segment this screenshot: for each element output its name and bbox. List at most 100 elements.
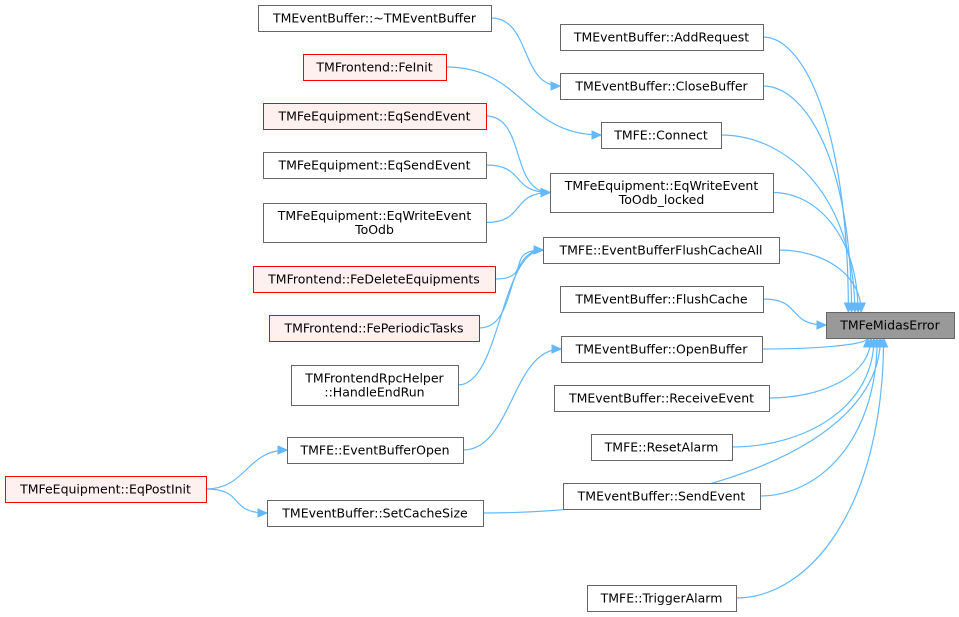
node-label: TMEventBuffer::SendEvent <box>577 489 746 504</box>
node-label: TMEventBuffer::ReceiveEvent <box>568 391 754 406</box>
node-label: TMFE::TriggerAlarm <box>600 591 723 606</box>
call-edge <box>205 445 289 490</box>
node-label: TMFeEquipment::EqSendEvent <box>277 158 470 173</box>
function-node[interactable]: TMFE::EventBufferFlushCacheAll <box>543 237 780 264</box>
node-label: TMFrontend::FePeriodicTasks <box>283 321 463 336</box>
arrowhead <box>551 344 563 354</box>
function-node[interactable]: TMEventBuffer::ReceiveEvent <box>554 385 770 412</box>
call-edge <box>485 164 552 198</box>
function-node[interactable]: TMEventBuffer::SendEvent <box>563 483 761 510</box>
node-box <box>554 385 770 412</box>
function-node[interactable]: TMFrontend::FeInit <box>303 54 447 81</box>
edge-line <box>761 337 869 350</box>
edge-line <box>457 249 544 386</box>
node-label: TMFeEquipment::EqWriteEvent <box>564 178 759 193</box>
node-box <box>587 585 737 612</box>
arrowhead <box>878 336 889 348</box>
edge-line <box>478 249 544 329</box>
function-node[interactable]: TMFeEquipment::EqSendEvent <box>263 103 487 130</box>
function-node[interactable]: TMEventBuffer::CloseBuffer <box>560 73 764 100</box>
node-label: TMFrontendRpcHelper <box>304 371 444 386</box>
node-box <box>263 103 487 130</box>
call-edge <box>762 298 828 330</box>
function-node[interactable]: TMFeEquipment::EqSendEvent <box>263 152 487 179</box>
node-label: TMEventBuffer::~TMEventBuffer <box>272 11 477 26</box>
function-node[interactable]: TMFeEquipment::EqPostInit <box>5 476 207 503</box>
call-edge <box>205 488 269 518</box>
edge-line <box>720 134 856 313</box>
arrowhead <box>540 187 552 198</box>
call-edge <box>485 115 552 198</box>
node-box <box>253 266 496 293</box>
node-box <box>560 73 764 100</box>
function-node[interactable]: TMFrontend::FePeriodicTasks <box>269 315 480 342</box>
call-edge <box>485 187 552 224</box>
node-label: TMFrontend::FeDeleteEquipments <box>267 272 480 287</box>
node-label: TMFeEquipment::EqSendEvent <box>277 109 470 124</box>
call-edge <box>462 344 563 451</box>
function-node[interactable]: TMFrontend::FeDeleteEquipments <box>253 266 496 293</box>
node-box <box>269 315 480 342</box>
node-box <box>591 434 733 461</box>
node-label: TMFE::Connect <box>613 128 708 143</box>
arrowhead <box>277 445 289 455</box>
edge-line <box>735 337 885 599</box>
node-label: TMFE::ResetAlarm <box>604 440 719 455</box>
node-label: TMFrontend::FeInit <box>315 60 432 75</box>
node-label: TMFeMidasError <box>839 318 940 333</box>
function-node[interactable]: TMEventBuffer::SetCacheSize <box>267 500 484 527</box>
node-label: TMFE::EventBufferOpen <box>299 443 449 458</box>
function-node[interactable]: TMFrontendRpcHelper::HandleEndRun <box>291 365 459 406</box>
node-label: ToOdb <box>354 222 394 237</box>
node-label: TMEventBuffer::SetCacheSize <box>281 506 468 521</box>
call-edge <box>720 134 860 314</box>
edge-line <box>445 66 602 136</box>
call-edge <box>457 245 545 386</box>
arrowhead <box>550 81 562 91</box>
function-node[interactable]: TMFE::ResetAlarm <box>591 434 733 461</box>
node-box <box>303 54 447 81</box>
node-label: TMFeEquipment::EqWriteEvent <box>277 208 472 223</box>
arrowhead <box>856 302 866 314</box>
function-node[interactable]: TMEventBuffer::OpenBuffer <box>561 336 763 363</box>
call-edge <box>490 17 562 91</box>
function-node[interactable]: TMFE::Connect <box>601 122 722 149</box>
node-box <box>287 437 464 464</box>
function-node[interactable]: TMEventBuffer::AddRequest <box>560 24 764 51</box>
node-box <box>560 286 764 313</box>
function-node[interactable]: TMEventBuffer::~TMEventBuffer <box>258 5 492 32</box>
edge-line <box>759 337 878 497</box>
function-node[interactable]: TMEventBuffer::FlushCache <box>560 286 764 313</box>
edge-line <box>490 17 561 87</box>
node-box <box>258 5 492 32</box>
edge-line <box>762 85 853 313</box>
node-label: TMFE::EventBufferFlushCacheAll <box>558 243 762 258</box>
edge-line <box>462 348 562 451</box>
function-node[interactable]: TMFE::TriggerAlarm <box>587 585 737 612</box>
target-node[interactable]: TMFeMidasError <box>826 312 955 339</box>
function-node[interactable]: TMFE::EventBufferOpen <box>287 437 464 464</box>
node-box <box>826 312 955 339</box>
node-box <box>291 365 459 406</box>
function-nodes: TMEventBuffer::~TMEventBufferTMFrontend:… <box>5 5 955 612</box>
node-box <box>5 476 207 503</box>
node-label: ToOdb_locked <box>618 192 705 207</box>
node-box <box>543 237 780 264</box>
node-box <box>267 500 484 527</box>
node-box <box>263 203 487 243</box>
arrowhead <box>591 130 603 140</box>
node-box <box>601 122 722 149</box>
node-label: TMEventBuffer::AddRequest <box>573 30 749 45</box>
node-label: TMEventBuffer::FlushCache <box>574 292 748 307</box>
edge-line <box>205 488 268 514</box>
edge-line <box>485 164 551 194</box>
node-box <box>263 152 487 179</box>
node-label: TMEventBuffer::CloseBuffer <box>574 79 748 94</box>
node-box <box>561 336 763 363</box>
node-box <box>550 173 774 213</box>
arrowhead <box>257 508 269 518</box>
edge-line <box>772 191 859 313</box>
